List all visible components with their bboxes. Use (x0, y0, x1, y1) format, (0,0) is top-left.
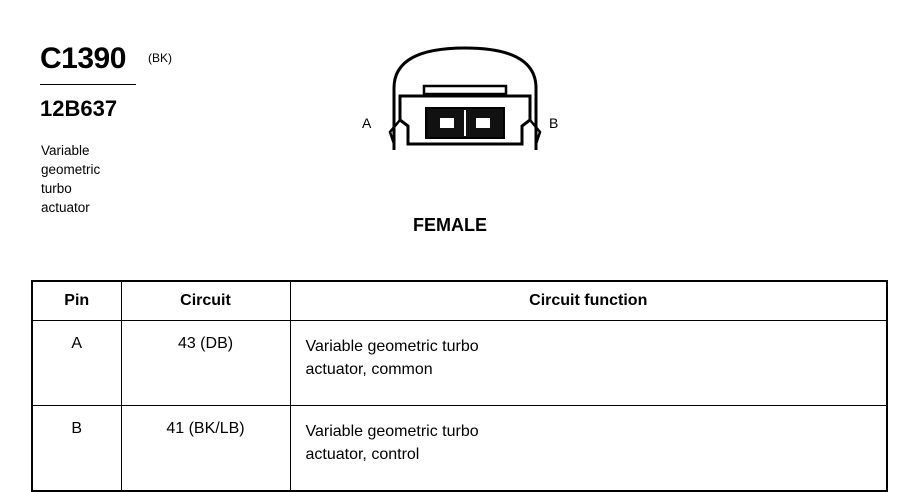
title-divider (40, 84, 136, 85)
pin-table: Pin Circuit Circuit function A 43 (DB) V… (31, 280, 888, 492)
cell-circuit: 41 (BK/LB) (120, 405, 291, 492)
connector-latch (422, 84, 508, 96)
function-line: actuator, control (305, 446, 420, 463)
connector-id: C1390 (40, 42, 126, 75)
header-function: Circuit function (289, 280, 888, 321)
cell-function: Variable geometric turbo actuator, commo… (289, 320, 888, 406)
part-number: 12B637 (40, 96, 118, 121)
description-line: turbo (41, 181, 72, 196)
function-line: actuator, common (305, 361, 433, 378)
terminal-cavity-b (476, 118, 490, 128)
header-pin: Pin (31, 280, 122, 321)
header-circuit: Circuit (120, 280, 291, 321)
table-header-row: Pin Circuit Circuit function (31, 280, 888, 321)
connector-description: Variable geometric turbo actuator (41, 141, 161, 217)
cell-function: Variable geometric turbo actuator, contr… (289, 405, 888, 492)
connector-shell (392, 46, 538, 150)
pin-a-label: A (362, 115, 372, 131)
connector-face-drawing (388, 46, 542, 150)
table-row: B 41 (BK/LB) Variable geometric turbo ac… (31, 405, 888, 492)
pin-b-label: B (549, 115, 559, 131)
terminal-cavity-a (440, 118, 454, 128)
table-row: A 43 (DB) Variable geometric turbo actua… (31, 320, 888, 406)
connector-left-ear (388, 119, 401, 145)
connector-gender: FEMALE (413, 215, 487, 235)
cell-pin: B (31, 405, 122, 492)
function-line: Variable geometric turbo (305, 338, 479, 355)
description-line: actuator (41, 200, 90, 215)
description-line: geometric (41, 162, 101, 177)
function-line: Variable geometric turbo (305, 423, 479, 440)
cell-pin: A (31, 320, 122, 406)
cell-circuit: 43 (DB) (120, 320, 291, 406)
description-line: Variable (41, 143, 90, 158)
connector-color-code: (BK) (148, 51, 172, 65)
connector-right-ear (529, 119, 542, 145)
